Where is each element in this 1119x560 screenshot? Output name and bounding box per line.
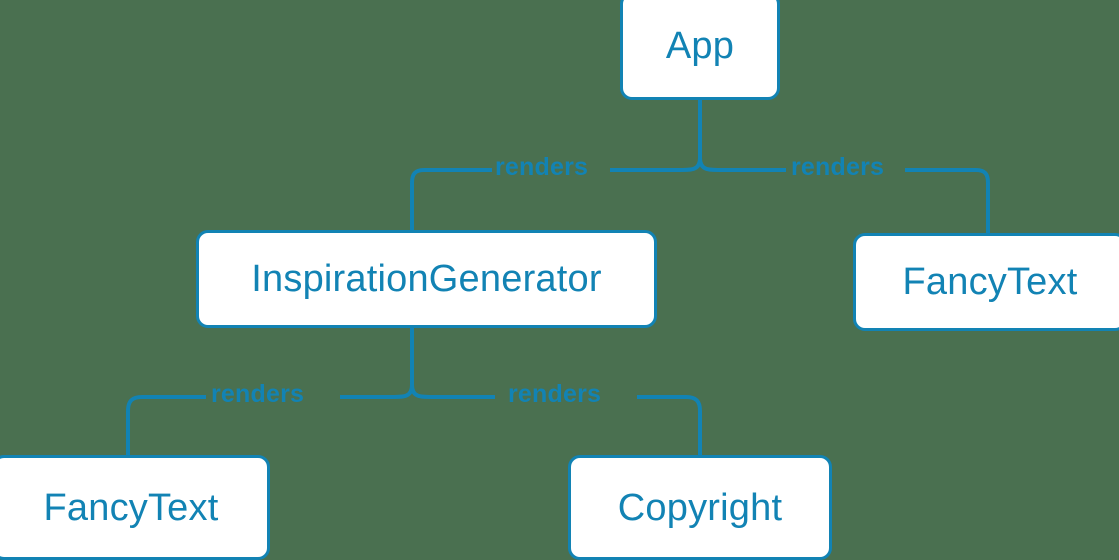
edge-label-app-fancytext-right: renders [791,153,885,181]
edge-label-app-inspirationgenerator: renders [495,153,589,181]
edge-inspirationgenerator-to-copyright [410,384,702,455]
node-app[interactable]: App [620,0,780,100]
node-app-label: App [665,25,735,67]
node-copyright-label: Copyright [617,486,783,529]
edge-label-inspirationgenerator-fancytext-left: renders [211,380,305,408]
edge-label-inspirationgenerator-copyright: renders [508,380,602,408]
node-fancy-text-right[interactable]: FancyText [853,233,1119,331]
node-inspiration-generator[interactable]: InspirationGenerator [196,230,657,328]
node-fancy-text-right-label: FancyText [902,261,1078,303]
edge-app-to-fancytext-right [698,157,990,233]
node-fancy-text-left[interactable]: FancyText [0,455,270,560]
node-fancy-text-left-label: FancyText [43,486,219,529]
node-copyright[interactable]: Copyright [568,455,832,560]
node-inspiration-generator-label: InspirationGenerator [251,258,602,300]
